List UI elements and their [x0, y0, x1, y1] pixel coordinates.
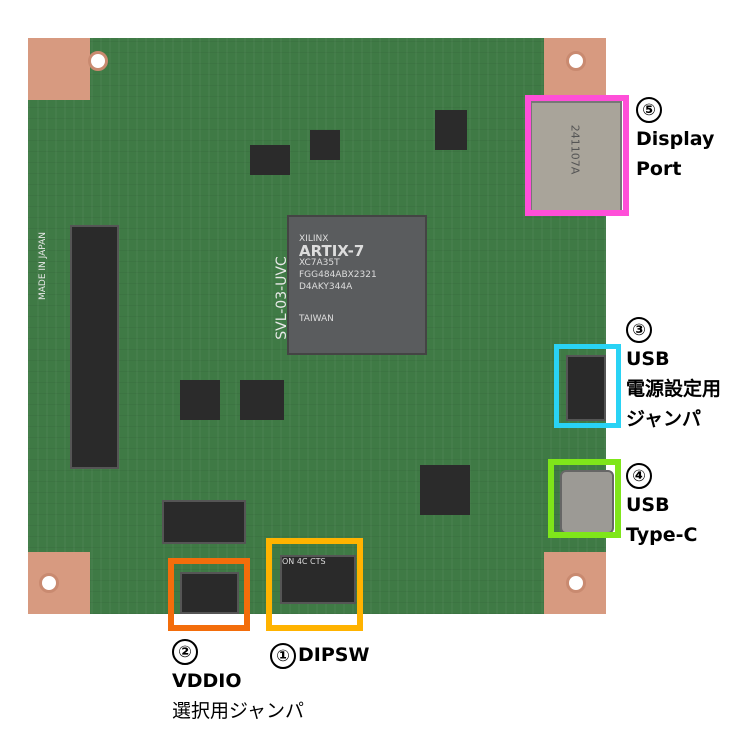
- callout-line: USB: [626, 494, 670, 516]
- callout-line: VDDIO: [172, 670, 242, 692]
- ic: [420, 465, 470, 515]
- callout-line: Display: [636, 128, 715, 150]
- callout-number: ②: [172, 639, 198, 665]
- callout-line: 電源設定用: [626, 378, 722, 400]
- callout-number: ③: [626, 317, 652, 343]
- callout-line: Port: [636, 158, 682, 180]
- ic: [435, 110, 467, 150]
- fpga-part: XC7A35T: [299, 258, 340, 268]
- copper-pad: [28, 38, 90, 100]
- callout-line: USB: [626, 348, 670, 370]
- fpga-chip: XILINX ARTIX-7 XC7A35T FGG484ABX2321 D4A…: [287, 215, 427, 355]
- callout-number: ④: [626, 463, 652, 489]
- callout-line: ジャンパ: [626, 408, 702, 430]
- vddio-jumper: [180, 572, 239, 614]
- callout-number: ①: [270, 643, 296, 669]
- callout-usb-c: ④ USB Type-C: [626, 460, 697, 550]
- fpga-brand: XILINX: [299, 234, 329, 244]
- ic: [240, 380, 284, 420]
- silk-made-in: MADE IN JAPAN: [38, 231, 48, 300]
- ic: [180, 380, 220, 420]
- mounting-hole: [88, 51, 108, 71]
- vddio-jumper-highlight: [168, 558, 250, 631]
- pin-header: [162, 500, 246, 544]
- board-connector: [70, 225, 119, 469]
- callout-vddio: ② VDDIO 選択用ジャンパ: [172, 636, 304, 726]
- mounting-hole: [566, 573, 586, 593]
- fpga-package: FGG484ABX2321: [299, 270, 377, 280]
- usb-c-connector: [560, 470, 614, 534]
- usb-power-jumper-highlight: [554, 344, 621, 428]
- callout-line: Type-C: [626, 524, 698, 546]
- fpga-family: ARTIX-7: [299, 242, 365, 260]
- callout-line: DIPSW: [298, 644, 370, 666]
- copper-pad: [28, 552, 90, 614]
- mounting-hole: [566, 51, 586, 71]
- callout-displayport: ⑤ Display Port: [636, 94, 714, 184]
- dipsw-highlight: [266, 538, 363, 631]
- callout-line: 選択用ジャンパ: [172, 700, 305, 722]
- fpga-lot: D4AKY344A: [299, 282, 353, 292]
- mounting-hole: [39, 573, 59, 593]
- displayport-highlight: [525, 95, 629, 216]
- fpga-origin: TAIWAN: [299, 314, 334, 324]
- usb-power-jumper: [566, 355, 606, 421]
- usb-c-highlight: [548, 459, 621, 538]
- ic: [250, 145, 290, 175]
- ic: [310, 130, 340, 160]
- dip-switch: ON 4C CTS: [280, 555, 356, 604]
- callout-number: ⑤: [636, 97, 662, 123]
- dipsw-marks: ON 4C CTS: [282, 557, 326, 566]
- callout-usb-power-jumper: ③ USB 電源設定用 ジャンパ: [626, 314, 721, 434]
